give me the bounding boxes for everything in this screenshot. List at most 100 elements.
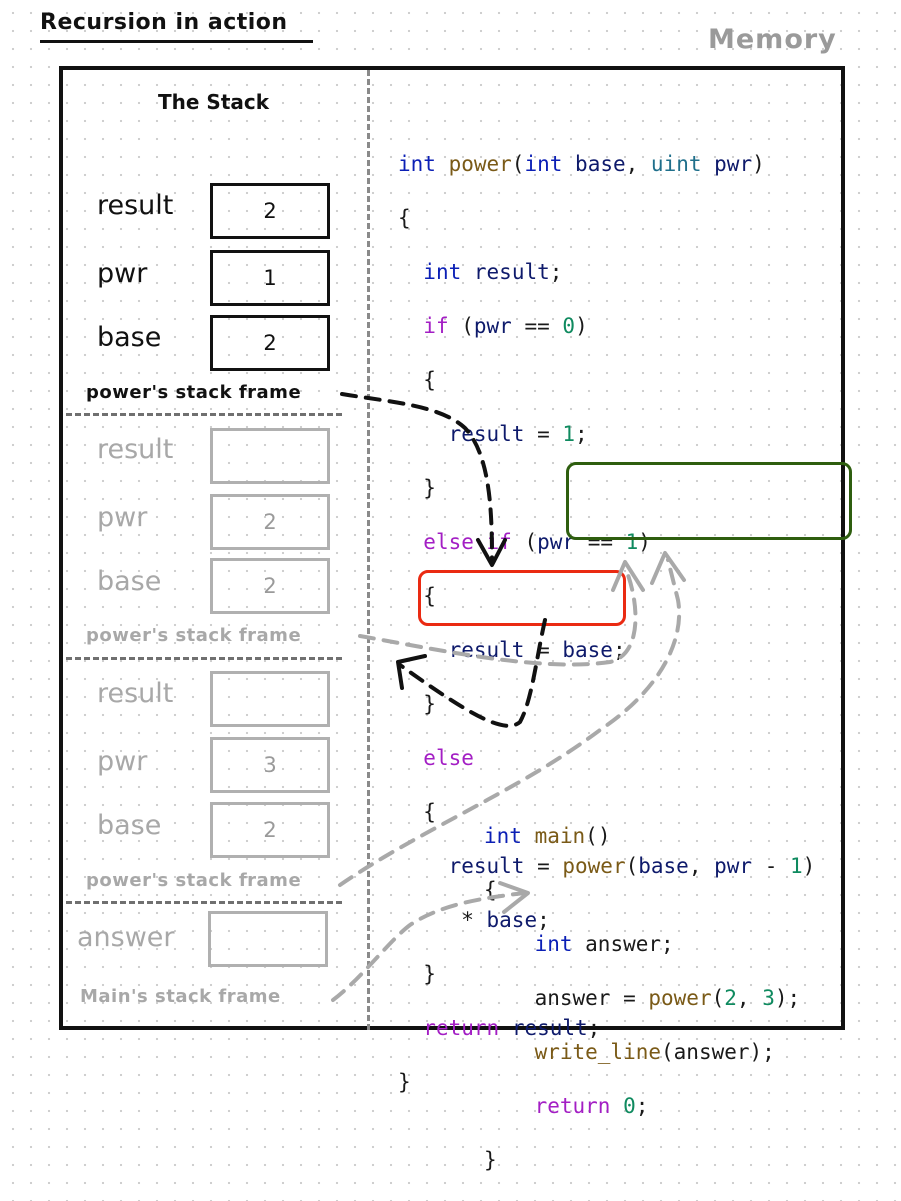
code-token: == <box>575 530 626 554</box>
code-token: (answer); <box>661 1040 775 1064</box>
code-token: uint <box>650 152 702 176</box>
code-token: ; <box>575 422 588 446</box>
frame0-to-return-arrowhead <box>476 538 507 567</box>
code-line: return result; <box>398 1015 815 1042</box>
frame1-var-base-cell: 2 <box>210 558 330 614</box>
code-line: { <box>398 800 436 824</box>
code-token: * <box>398 908 487 932</box>
code-token: ( <box>511 530 538 554</box>
frame0-var-pwr-label: pwr <box>97 258 148 289</box>
code-token: answer; <box>572 932 674 956</box>
code-token: pwr <box>714 152 753 176</box>
code-token: 1 <box>790 854 803 878</box>
frame3-var-answer-cell <box>208 911 328 967</box>
power-code: int power(int base, uint pwr) { int resu… <box>398 124 815 1123</box>
code-token: ( <box>448 314 474 338</box>
code-token: power <box>435 152 512 176</box>
page-title: Recursion in action <box>40 10 288 35</box>
code-token: base <box>486 908 538 932</box>
frame1-label: power's stack frame <box>86 625 302 646</box>
code-token: 2 <box>724 986 737 1010</box>
frame2-var-pwr-label: pwr <box>97 746 148 777</box>
code-token: return <box>423 1016 500 1040</box>
code-line: } <box>398 962 436 986</box>
code-token: power <box>562 854 626 878</box>
code-token: ; <box>587 1016 601 1040</box>
code-line: if (pwr == 0) <box>398 313 815 340</box>
code-line: answer = power(2, 3); <box>484 985 801 1012</box>
code-line: { <box>398 206 411 230</box>
code-token: = <box>524 854 563 878</box>
code-token: answer = <box>484 986 649 1010</box>
memory-box <box>59 66 845 1030</box>
code-token: int <box>484 824 522 848</box>
code-line: int main() <box>484 823 800 850</box>
code-token: pwr <box>714 854 753 878</box>
flow-arrows <box>331 392 686 1002</box>
code-line: else if (pwr == 1) <box>398 529 815 556</box>
code-token: else <box>423 746 474 770</box>
frame2-var-pwr-cell: 3 <box>210 737 330 793</box>
recursive-call-highlight-box <box>566 462 852 540</box>
frame2-label: power's stack frame <box>86 870 302 891</box>
code-token <box>484 1094 535 1118</box>
code-line: result = base; <box>398 637 815 664</box>
code-token: result <box>511 1016 588 1040</box>
frame3-label: Main's stack frame <box>80 986 281 1007</box>
code-line: { <box>398 584 436 608</box>
frame1-var-base-label: base <box>97 566 162 597</box>
code-line: int result; <box>398 259 815 286</box>
code-token: 1 <box>562 422 576 446</box>
title-underline <box>40 40 313 43</box>
code-token: ( <box>511 152 525 176</box>
code-token: ; <box>635 1094 649 1118</box>
code-token: ) <box>802 854 816 878</box>
code-token: == <box>511 314 563 338</box>
code-token: () <box>585 824 611 848</box>
frame2-var-base-cell: 2 <box>210 802 330 858</box>
code-token: ( <box>625 854 639 878</box>
code-token: int <box>524 152 563 176</box>
return-to-caller-arrow <box>398 618 547 728</box>
frame0-var-base-cell: 2 <box>210 315 330 371</box>
code-token: , <box>688 854 715 878</box>
frame2-var-base-label: base <box>97 810 162 841</box>
frame0-to-return-arrow <box>340 392 494 562</box>
code-line: * base; <box>398 907 815 934</box>
code-token: = <box>524 422 563 446</box>
frame0-separator <box>66 413 342 416</box>
code-token: write_line <box>534 1040 662 1064</box>
frame1-var-result-label: result <box>97 434 174 465</box>
code-token: base <box>562 638 613 662</box>
code-line: { <box>398 368 436 392</box>
code-token: ) <box>575 314 588 338</box>
code-line: result = power(base, pwr - 1) <box>398 853 816 880</box>
code-line: return 0; <box>484 1093 800 1120</box>
memory-label: Memory <box>708 24 837 55</box>
code-token: 1 <box>625 530 639 554</box>
code-line: else <box>398 745 815 772</box>
frame0-label: power's stack frame <box>86 382 302 403</box>
frame0-var-pwr-cell: 1 <box>210 250 330 306</box>
main-frame-to-call-arrow <box>331 891 527 1002</box>
code-token: ; <box>549 260 563 284</box>
code-token: main <box>534 824 586 848</box>
code-token: return <box>534 1094 611 1118</box>
code-token: int <box>398 152 436 176</box>
frame2-var-result-cell <box>210 671 330 727</box>
code-line: } <box>398 692 436 716</box>
code-token: base <box>638 854 689 878</box>
code-token: 0 <box>623 1094 636 1118</box>
code-token: if <box>423 314 449 338</box>
code-token: result <box>448 854 525 878</box>
frame1-to-call-arrow <box>358 573 638 667</box>
code-token: power <box>648 986 712 1010</box>
code-token: ; <box>537 908 550 932</box>
code-token: ); <box>774 986 801 1010</box>
main-frame-to-call-arrowhead <box>498 881 530 914</box>
code-token: 0 <box>562 314 576 338</box>
stack-title: The Stack <box>158 90 270 114</box>
code-token: int <box>423 260 462 284</box>
return-highlight-box <box>418 570 626 626</box>
frame1-var-pwr-cell: 2 <box>210 494 330 550</box>
